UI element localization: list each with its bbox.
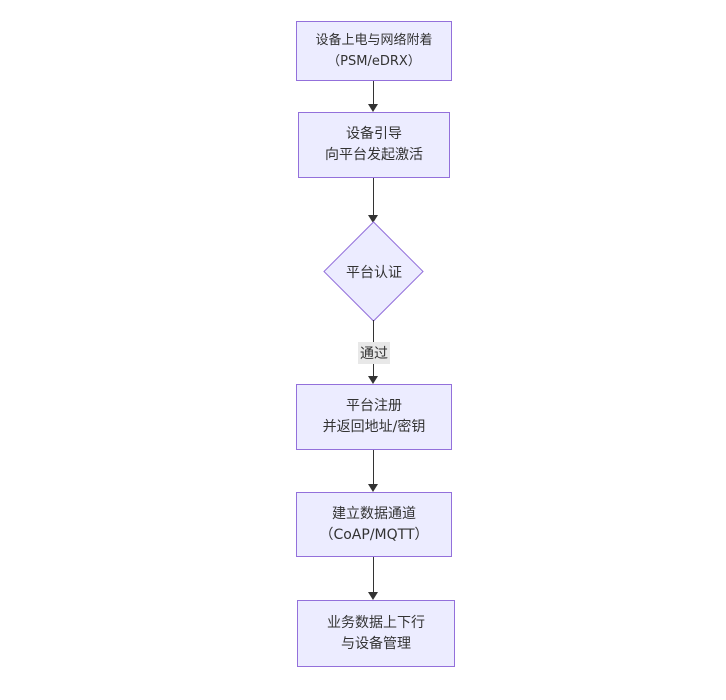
edge-connector xyxy=(372,81,374,105)
edge-connector xyxy=(372,178,374,215)
node-data-channel: 建立数据通道 （CoAP/MQTT） xyxy=(296,492,452,557)
arrowhead-down-icon xyxy=(367,484,378,492)
node-label-line: 业务数据上下行 xyxy=(327,614,425,631)
decision-platform-auth-label: 平台认证 xyxy=(346,265,402,281)
node-label-line: （CoAP/MQTT） xyxy=(319,526,429,543)
arrowhead-down-icon xyxy=(367,215,378,223)
node-device-bootstrap: 设备引导 向平台发起激活 xyxy=(298,112,450,178)
node-label-line: 向平台发起激活 xyxy=(325,147,423,163)
edge-connector xyxy=(372,557,374,593)
node-business-data-management: 业务数据上下行 与设备管理 xyxy=(297,600,455,667)
node-label-line: 并返回地址/密钥 xyxy=(322,419,426,435)
node-label-line: 设备引导 xyxy=(346,126,402,142)
node-label-line: 设备上电与网络附着 xyxy=(315,33,433,48)
node-power-network-attach: 设备上电与网络附着 （PSM/eDRX） xyxy=(296,21,452,81)
node-platform-register: 平台注册 并返回地址/密钥 xyxy=(296,384,452,450)
arrowhead-down-icon xyxy=(367,104,378,112)
node-label-line: 建立数据通道 xyxy=(332,505,416,522)
node-label-line: （PSM/eDRX） xyxy=(327,54,421,69)
edge-label-pass: 通过 xyxy=(358,342,390,364)
node-label-line: 平台注册 xyxy=(346,398,402,414)
arrowhead-down-icon xyxy=(367,376,378,384)
edge-connector xyxy=(372,450,374,485)
node-label-line: 与设备管理 xyxy=(341,635,411,652)
arrowhead-down-icon xyxy=(367,592,378,600)
